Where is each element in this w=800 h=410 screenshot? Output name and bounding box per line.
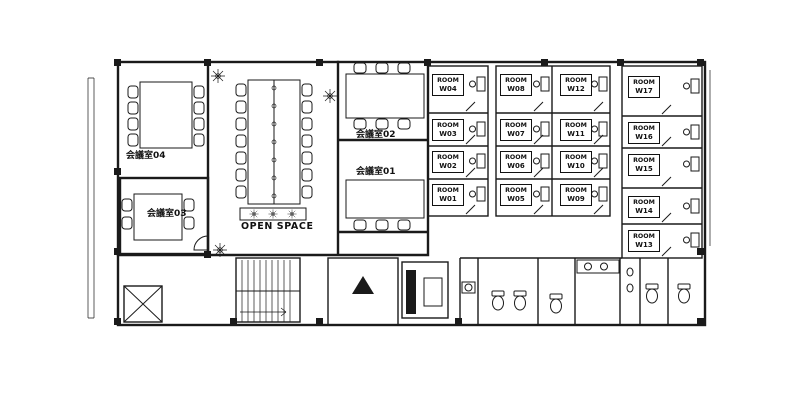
balcony-railing — [87, 70, 711, 319]
outer-walls — [116, 60, 707, 327]
entrance-triangle — [327, 257, 399, 326]
meeting-room-04-furniture — [127, 81, 205, 149]
private-room-doors — [465, 101, 672, 257]
staircase — [235, 257, 301, 323]
elevator — [401, 261, 449, 319]
restrooms — [459, 257, 691, 325]
open-space-furniture — [235, 79, 313, 221]
pillars — [114, 59, 704, 325]
service-shaft — [123, 285, 163, 323]
open-space-label: OPEN SPACE — [241, 221, 314, 232]
meeting-room-02-furniture — [345, 62, 425, 130]
meeting-room-01-label: 会議室01 — [356, 167, 396, 177]
meeting-room-02-label: 会議室02 — [356, 130, 396, 140]
meeting-room-01-furniture — [345, 179, 425, 231]
private-room-partitions — [427, 65, 703, 259]
meeting-room-04-label: 会議室04 — [126, 151, 166, 161]
meeting-room-03-furniture — [121, 193, 195, 241]
meeting-room-03-label: 会議室03 — [147, 209, 187, 219]
